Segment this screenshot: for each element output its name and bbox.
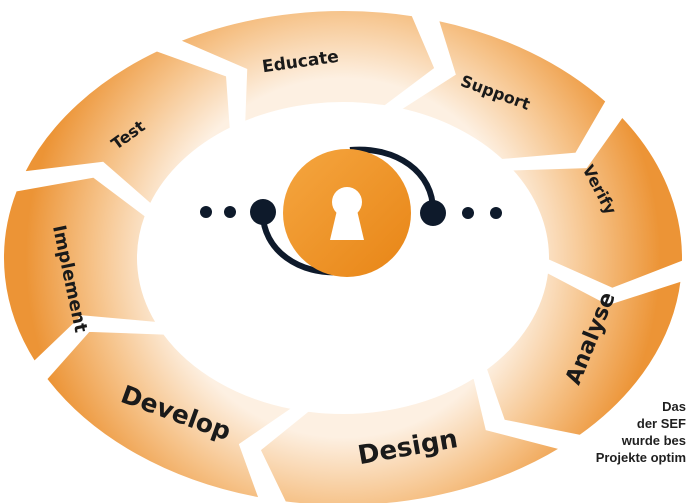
caption-line-4: Projekte optim	[595, 450, 686, 465]
segment-educate	[176, 9, 437, 124]
segment-develop	[44, 329, 296, 500]
caption-line-1: Das	[662, 399, 686, 414]
cycle-segments	[2, 9, 684, 503]
dot-left-1	[200, 206, 212, 218]
dot-right-1	[462, 207, 474, 219]
segment-verify	[509, 114, 684, 290]
dot-left-2	[224, 206, 236, 218]
segment-analyse	[484, 270, 683, 437]
arc-right	[349, 146, 437, 213]
segment-test	[22, 49, 232, 207]
caption-line-3: wurde bes	[621, 433, 686, 448]
segment-design	[258, 375, 564, 503]
keyhole-icon	[330, 187, 364, 240]
node-right	[420, 200, 446, 226]
node-left	[250, 199, 276, 225]
caption-line-2: der SEF	[636, 416, 686, 431]
segment-implement	[2, 175, 159, 364]
dot-right-2	[490, 207, 502, 219]
center-emblem	[200, 146, 502, 277]
segment-support	[397, 18, 608, 162]
caption-text: Das der SEF wurde bes Projekte optim	[556, 398, 686, 466]
